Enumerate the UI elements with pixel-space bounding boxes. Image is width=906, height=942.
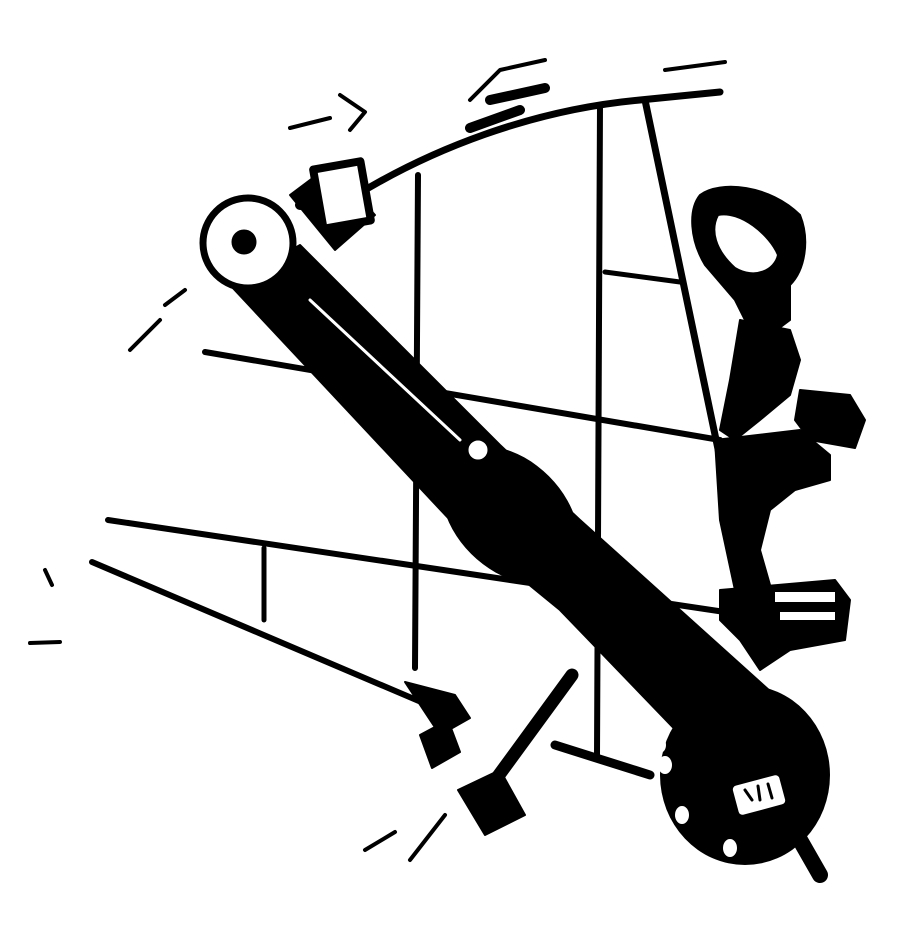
knob-mount [404,681,471,736]
right-frame-plate [714,429,831,591]
graduated-arc [351,88,724,200]
micrometer-screws [654,737,737,857]
telescope-bracket [691,185,807,336]
frame-small-brace [602,269,683,285]
frame-lower-edge [89,559,443,713]
index-mirror-screw [231,229,257,255]
micrometer-drum [660,685,830,865]
index-arm-bulge [441,446,579,584]
stray-ink-marks [28,58,727,862]
shade-glass-bracket [719,579,851,671]
index-arm-highlight [308,298,462,442]
index-mirror-clamp [309,157,375,233]
telescope-knob [794,389,866,449]
micrometer-window-marks [743,782,774,802]
frame-brace-upper [202,349,723,443]
frame-bottom-bar [550,740,655,780]
handle-grip [457,769,526,836]
handle-rod [481,668,579,797]
index-arm-pivot [465,437,491,463]
telescope-mount [719,319,801,441]
shade-glass-filters [775,592,835,620]
micrometer-stem [792,832,828,883]
frame-strut-center [594,102,603,758]
